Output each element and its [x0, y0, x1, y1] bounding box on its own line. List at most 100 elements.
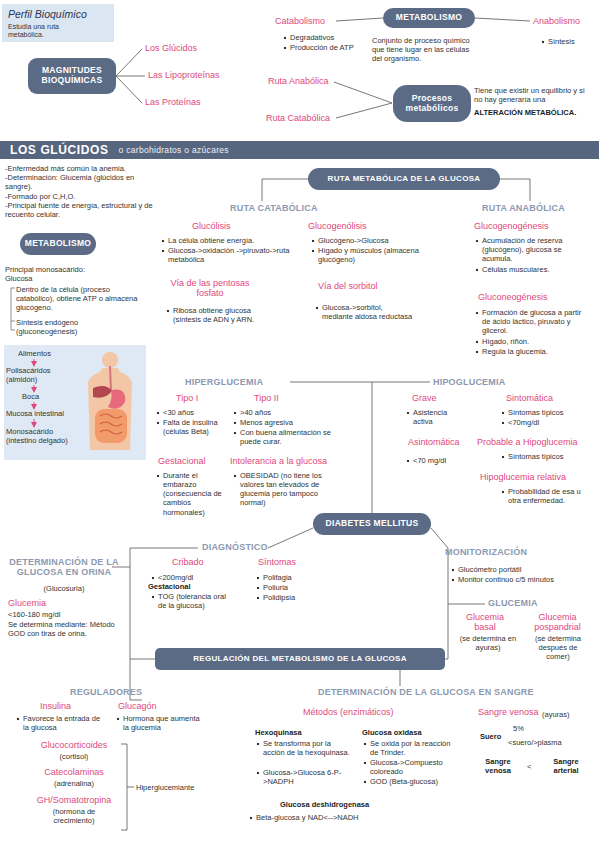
note-text: -Enfermedad más común la anemia. — [5, 164, 155, 173]
node-title: REGULACIÓN DEL METABOLISMO DE LA GLUCOSA — [193, 654, 407, 663]
subheading: Cribado — [172, 557, 232, 567]
section-heading: DETERMINACIÓN DE LA GLUCOSA EN ORINA — [2, 557, 126, 577]
subheading: Gluconeogénesis — [478, 292, 588, 302]
panel-text: Mucosa intestinal — [6, 409, 86, 418]
note-text: (hormona de crecimiento) — [38, 807, 110, 825]
subheading: Anabolismo — [533, 16, 593, 26]
subheading: Catabolismo — [275, 16, 355, 26]
subheading: Insulina — [40, 701, 100, 711]
bullet-text: Glucógeno->Glucosa — [310, 236, 420, 245]
note-text: (cortisol) — [28, 752, 120, 761]
subheading: Glucemia — [8, 598, 88, 608]
flow-arrow — [34, 359, 35, 364]
subheading: Los Glúcidos — [145, 43, 245, 53]
note-text: <suero/>plasma — [508, 738, 588, 747]
subheading: Grave — [412, 393, 472, 403]
bullet-text: Polifagia — [255, 573, 335, 582]
bold-term: ALTERACIÓN METABÓLICA. — [474, 108, 594, 117]
note-text: (ayuras) — [542, 710, 592, 719]
bullet-text: Regula la glucemia. — [474, 347, 589, 356]
subheading: Métodos (enzimáticos) — [303, 707, 423, 717]
node-title: Perfil Bioquímico — [8, 8, 87, 20]
bullet-text: Células musculares. — [474, 265, 589, 274]
panel-text: Boca — [22, 392, 62, 401]
node-title: RUTA METABÓLICA DE LA GLUCOSA — [328, 174, 481, 183]
bullet-text: Síntomas típicos — [500, 408, 590, 417]
section-heading: HIPERGLUCEMIA — [185, 377, 285, 387]
note-text: Síntesis endógeno (gluconeogénesis) — [16, 318, 96, 336]
bullet-text: Asistencia activa — [405, 408, 460, 426]
node-title: LOS GLÚCIDOS — [10, 143, 109, 157]
leader-line — [290, 382, 430, 513]
bracket-line — [116, 49, 145, 103]
subheading: Gestacional — [158, 456, 238, 466]
bracket-line — [121, 744, 134, 830]
note-text: Tiene que existir un equilibrio y si no … — [474, 86, 594, 104]
subheading: Síntomas — [258, 557, 318, 567]
bullet-text: Hígado, riñón. — [474, 337, 589, 346]
disease-pill: DIABETES MELLITUS — [313, 513, 431, 535]
subheading: Sangre venosa — [478, 707, 542, 717]
bold-term: Glucosa deshidrogenasa — [280, 800, 400, 809]
node-text: o carbohidratos o azúcares — [119, 145, 229, 155]
panel-text: Polisacáridos (almidón) — [6, 366, 66, 384]
leader-line — [262, 179, 530, 201]
category-box: MAGNITUDES BIOQUÍMICAS — [28, 58, 116, 94]
subheading: Glucemia basal — [460, 612, 510, 633]
subheading: Tipo I — [176, 393, 236, 403]
node-text: Estudia una ruta metabólica. — [8, 23, 88, 40]
note-text: -Determinación: Glucemia (glúcidos en sa… — [5, 173, 155, 191]
bullet-text: Beta-glucosa y NAD<-->NADH — [248, 813, 398, 822]
leader-line — [268, 528, 485, 659]
bullet-text: Glucosa->Compuesto coloreado — [362, 758, 457, 776]
bullet-text: Se transforma por la acción de la hexoqu… — [255, 739, 350, 757]
subheading: Probable a Hipoglucemia — [477, 437, 592, 447]
note-text: Principal monosacárido: Glucosa — [5, 265, 105, 283]
process-pill: Procesos metabólicos — [393, 85, 471, 122]
note-text: <160-180 mg/dl — [8, 610, 108, 619]
digestion-panel: AlimentosPolisacáridos (almidón)BocaMuco… — [4, 345, 146, 460]
bullet-text: <200mg/dl — [150, 573, 230, 582]
note-text: Hiperglucemiante — [136, 783, 226, 792]
subheading: Glucólisis — [192, 221, 272, 231]
bullet-text: Probabilidad de esa u otra enfermedad. — [500, 487, 590, 505]
panel-text: Monosacárido (intestino delgado) — [6, 427, 84, 445]
subheading: Sintomática — [506, 393, 586, 403]
section-band: LOS GLÚCIDOS o carbohidratos o azúcares — [0, 141, 599, 159]
bullet-text: Glucosa->oxidación ->piruvato->ruta meta… — [160, 246, 300, 264]
intestine-folds — [100, 414, 122, 434]
subheading: Glucemia pospandrial — [525, 612, 590, 633]
topic-pill: METABOLISMO — [20, 233, 96, 255]
regulation-band: REGULACIÓN DEL METABOLISMO DE LA GLUCOSA — [155, 648, 445, 670]
bullet-text: Síntomas típicos — [500, 452, 590, 461]
bullet-text: Hormona que aumenta la glucemia — [115, 714, 200, 732]
bullet-text: Síntesis — [540, 37, 599, 46]
note-text: (se determina después de comer) — [527, 634, 589, 661]
note-text: Se determina mediante: Método GOD con ti… — [8, 620, 123, 638]
note-text: (adrenalina) — [28, 779, 120, 788]
bullet-text: GOD (Beta-glucosa) — [362, 777, 457, 786]
bullet-text: Falta de insulina (células Beta) — [155, 418, 230, 436]
note-text: (Glucosuria) — [24, 584, 104, 593]
bullet-text: Glucómetro portátil — [450, 565, 590, 574]
section-heading: DIAGNÓSTICO — [202, 542, 292, 552]
esophagus-shape — [110, 366, 111, 392]
subheading: Glucocorticoides — [28, 740, 120, 750]
stomach-shape — [108, 390, 125, 409]
bullet-text: <30 años — [155, 408, 230, 417]
note-text: -Formado por C,H,O. — [5, 192, 155, 201]
bold-term: Glucosa oxidasa — [362, 728, 462, 737]
bullet-text: <70 mg/dl — [405, 456, 475, 465]
section-heading: REGULADORES — [70, 687, 170, 697]
node-title: METABOLISMO — [396, 13, 462, 23]
section-heading: MONITORIZACIÓN — [445, 547, 565, 557]
bullet-text: Hígado y músculos (almacena glucógeno) — [310, 246, 420, 264]
subheading: Las Proteínas — [145, 97, 245, 107]
bullet-text: Producción de ATP — [282, 43, 382, 52]
section-heading: HIPOGLUCEMIA — [433, 377, 533, 387]
bullet-text: Monitor continuo c/5 minutos — [450, 575, 590, 584]
bullet-text: <70mg/dl — [500, 418, 590, 427]
bullet-text: Se oxida por la reacción de Trinder. — [362, 739, 457, 757]
leader-line — [336, 18, 530, 21]
bullet-text: Favorece la entrada de la glucosa — [15, 714, 105, 732]
